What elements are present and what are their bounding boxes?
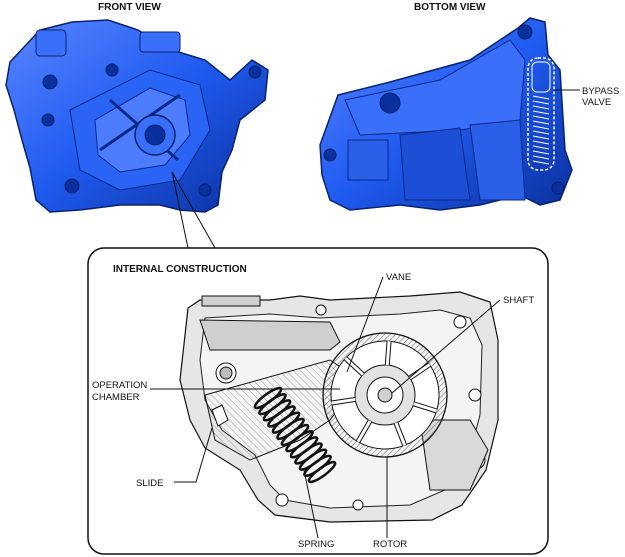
bypass-valve-spring	[532, 95, 550, 165]
inset-vanes	[331, 340, 438, 447]
inset-title: INTERNAL CONSTRUCTION	[113, 264, 247, 275]
bypass-spring-coil	[532, 160, 550, 165]
inset-callouts	[150, 276, 501, 539]
bypass-spring-coil	[532, 135, 550, 140]
vane-blade	[385, 341, 391, 366]
vane-blade	[394, 422, 407, 446]
bypass-valve-outline	[527, 57, 555, 171]
front-view-pump-casting	[5, 19, 269, 213]
bypass-valve-label-line2: VALVE	[582, 97, 611, 108]
spring-leader	[303, 469, 319, 539]
slide-label: SLIDE	[136, 478, 163, 489]
bypass-valve-label-line1: BYPASS	[582, 86, 619, 97]
bypass-spring-coil	[532, 125, 550, 130]
spring-label: SPRING	[298, 539, 334, 550]
bypass-spring-coil	[532, 105, 550, 110]
bypass-spring-coil	[532, 130, 550, 135]
bypass-spring-coil	[532, 155, 550, 160]
vane-blade	[356, 420, 372, 443]
vane-blade	[331, 397, 356, 405]
spring-coil	[307, 460, 337, 484]
vane-blade	[413, 402, 438, 413]
bypass-spring-coil	[532, 120, 550, 125]
bypass-spring-coil	[532, 150, 550, 155]
bypass-spring-coil	[532, 100, 550, 105]
operation-chamber-label-line2: CHAMBER	[92, 392, 140, 403]
front-view-leader-left	[171, 171, 189, 249]
vane-blade	[408, 363, 431, 380]
vane-leader	[346, 276, 384, 373]
front-view-leader-right	[171, 171, 216, 249]
bottom-view-title: BOTTOM VIEW	[414, 2, 486, 13]
bypass-spring-coil	[532, 110, 550, 115]
slide-leader	[174, 427, 213, 483]
shaft-label: SHAFT	[503, 295, 534, 306]
bypass-spring-coil	[532, 115, 550, 120]
rotor-label: ROTOR	[373, 539, 407, 550]
inset-rotor-assembly	[322, 332, 448, 458]
vane-blade	[344, 357, 365, 376]
front-view-title: FRONT VIEW	[98, 2, 161, 13]
vane-label: VANE	[386, 272, 411, 283]
bypass-spring-coil	[532, 140, 550, 145]
bypass-spring-coil	[532, 145, 550, 150]
shaft-leader	[391, 299, 501, 394]
bypass-spring-coil	[532, 95, 550, 100]
operation-chamber-label-line1: OPERATION	[92, 380, 147, 391]
bottom-view-pump-casting	[319, 17, 573, 211]
